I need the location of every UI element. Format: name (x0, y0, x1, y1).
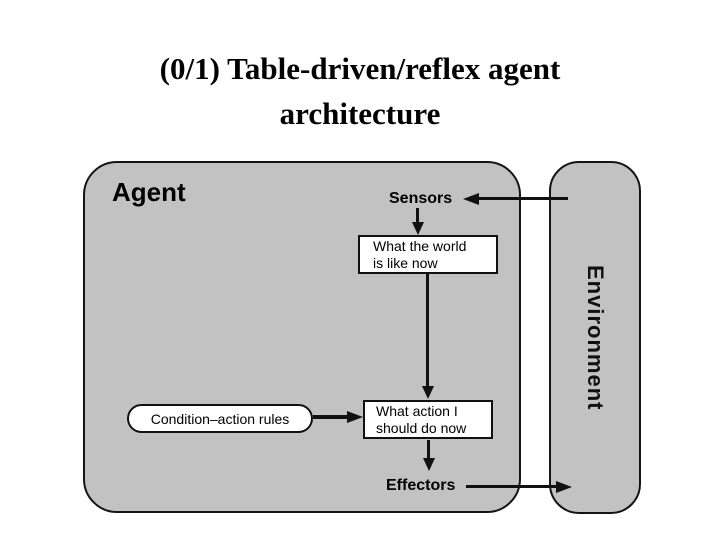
arrow-rules-to-action-head (347, 411, 363, 423)
arrow-percept-to-action-line (426, 274, 429, 387)
percept-state-line1: What the world (373, 238, 467, 254)
sensors-label: Sensors (389, 190, 453, 207)
arrow-sensors-to-percept-head (411, 222, 424, 235)
arrow-action-to-effectors-line (427, 440, 430, 459)
action-decision-line2: should do now (376, 420, 467, 436)
effectors-label: Effectors (386, 477, 456, 494)
arrow-environment-to-sensors-line (479, 197, 568, 200)
arrow-effectors-to-environment-head (556, 480, 572, 493)
arrow-environment-to-sensors-head (463, 192, 479, 205)
percept-state-line2: is like now (373, 255, 438, 271)
slide-title: (0/1) Table-driven/reflex agent architec… (0, 46, 720, 136)
percept-state-box: What the world is like now (358, 235, 498, 274)
action-decision-box: What action I should do now (363, 400, 493, 439)
arrow-action-to-effectors-head (422, 458, 435, 471)
arrow-sensors-to-percept-line (416, 208, 419, 224)
agent-container-box (83, 161, 521, 513)
slide-title-line1: (0/1) Table-driven/reflex agent (159, 51, 561, 86)
slide-title-line2: architecture (279, 96, 441, 131)
environment-label: Environment (583, 264, 608, 411)
arrow-percept-to-action-head (421, 386, 434, 399)
condition-action-rules-label: Condition–action rules (150, 410, 290, 427)
agent-label: Agent (112, 177, 186, 207)
arrow-effectors-to-environment-line (466, 485, 558, 488)
action-decision-line1: What action I (376, 403, 458, 419)
arrow-rules-to-action-line (313, 415, 348, 419)
condition-action-rules-node: Condition–action rules (127, 404, 313, 433)
environment-container-box: Environment (549, 161, 641, 514)
